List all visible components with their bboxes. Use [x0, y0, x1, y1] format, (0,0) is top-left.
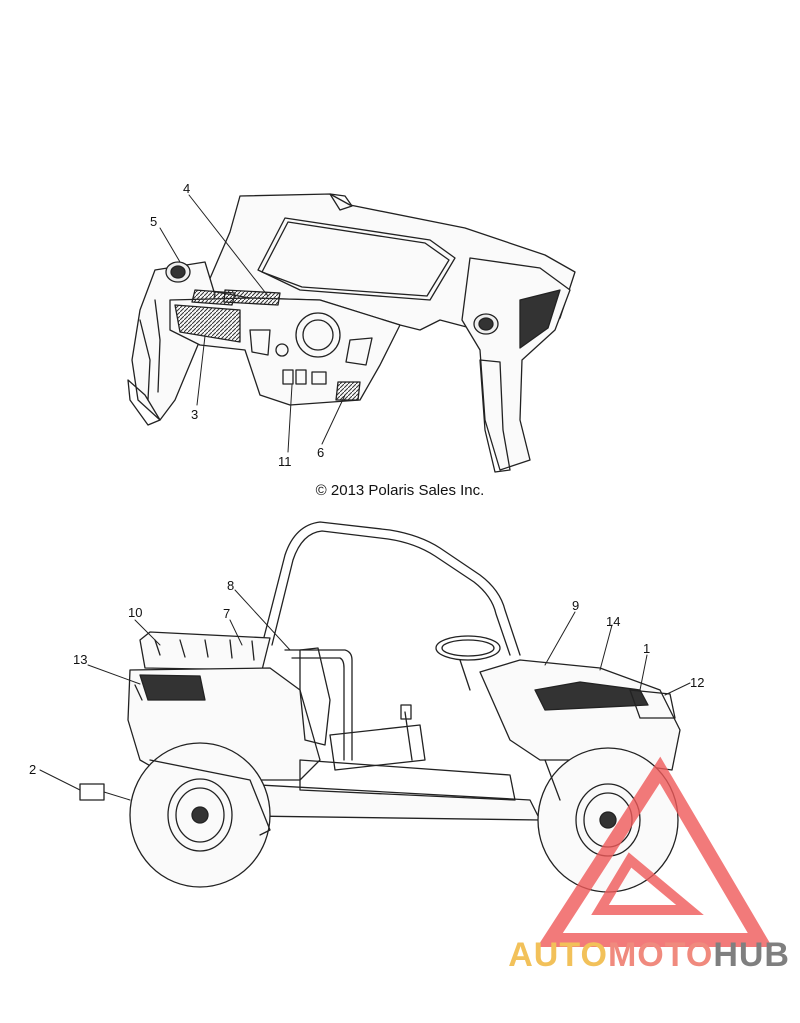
brand-part-moto: MOTO	[607, 936, 714, 974]
brand-part-hub: HUB	[713, 936, 790, 974]
callout-5: 5	[150, 214, 157, 229]
callout-labels: 4 5 3 11 6 8 10 7 9 14 1 13 12 2	[29, 181, 704, 777]
callout-3: 3	[191, 407, 198, 422]
callout-1: 1	[643, 641, 650, 656]
callout-12: 12	[690, 675, 704, 690]
leader-lines	[39, 194, 691, 801]
callout-11: 11	[278, 454, 292, 469]
callout-10: 10	[128, 605, 142, 620]
callout-13: 13	[73, 652, 87, 667]
callout-9: 9	[572, 598, 579, 613]
brand-part-auto: AUTO	[508, 936, 608, 974]
callout-8: 8	[227, 578, 234, 593]
vehicle-side-view-drawing	[79, 521, 681, 893]
automotohub-logo-icon	[537, 756, 773, 947]
callout-7: 7	[223, 606, 230, 621]
callout-4: 4	[183, 181, 190, 196]
callout-2: 2	[29, 762, 36, 777]
decal-item-2	[79, 783, 105, 801]
callout-6: 6	[317, 445, 324, 460]
dashboard-assembly-drawing	[127, 193, 576, 473]
callout-14: 14	[606, 614, 620, 629]
watermark-brand: AUTOMOTOHUB	[508, 936, 790, 975]
copyright-notice: © 2013 Polaris Sales Inc.	[315, 482, 485, 499]
